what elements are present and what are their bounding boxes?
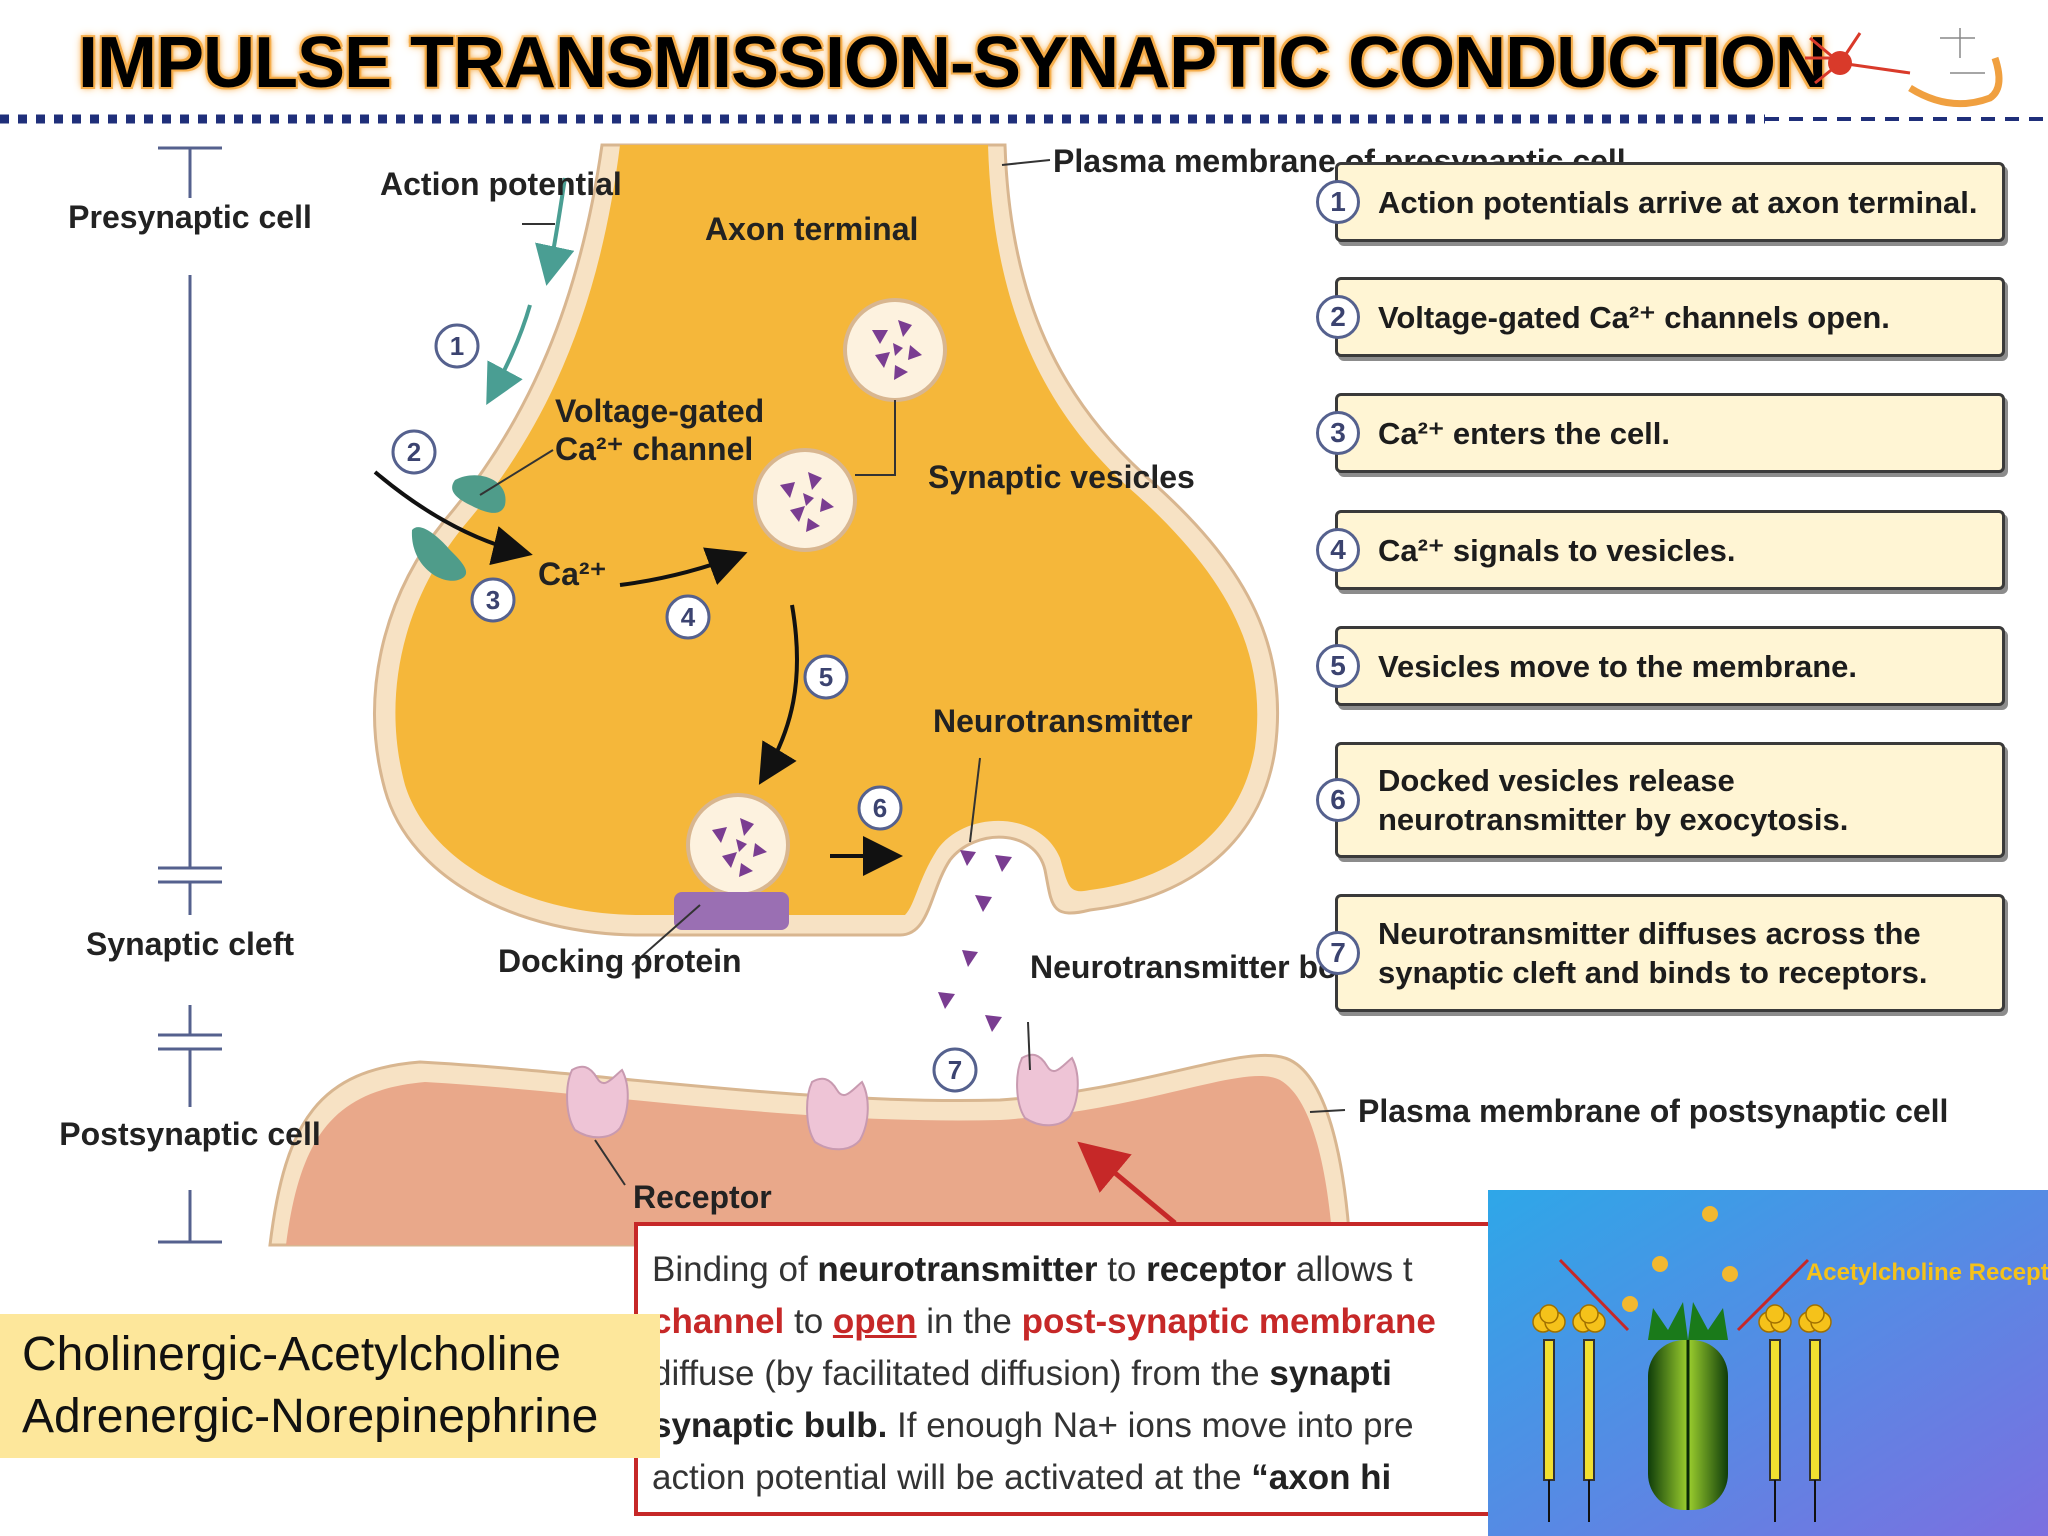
type-adrenergic: Adrenergic-Norepinephrine [22,1390,599,1443]
marker-5-text: 5 [819,662,833,692]
label-docking-protein: Docking protein [498,943,742,979]
docked-vesicle [686,793,790,897]
ca-channel-upper [452,475,506,513]
label-vg-channel-1: Voltage-gated [555,393,764,429]
marker-4-text: 4 [681,602,696,632]
title-divider [0,114,2048,124]
label-receptor: Receptor [633,1179,772,1215]
label-synaptic-vesicles: Synaptic vesicles [928,459,1195,495]
channel-protein-shape [1648,1302,1728,1510]
step-4-text: Ca²⁺ signals to vesicles. [1378,532,1736,568]
scale-bar [158,146,222,1244]
synaptic-vesicle-2 [753,448,857,552]
synapse-diagram: 1 2 3 4 5 6 7 Presynaptic cell Synaptic … [59,143,1948,1247]
step-6-number: 6 [1316,778,1360,822]
receptor-3 [1016,1053,1079,1127]
label-axon-terminal: Axon terminal [705,211,918,247]
info-text: to [784,1302,833,1341]
info-text: If enough Na+ ions move into pre [887,1406,1414,1445]
info-line-3: diffuse (by facilitated diffusion) from … [652,1348,1516,1400]
receptor-binding-info-box: Binding of neurotransmitter to receptor … [634,1222,1534,1516]
step-1-number: 1 [1316,180,1360,224]
info-text: in the [916,1302,1022,1341]
step-1-text: Action potentials arrive at axon termina… [1378,184,1978,220]
info-bold: neurotransmitter [817,1250,1098,1289]
step-3-number: 3 [1316,411,1360,455]
label-neurotransmitter: Neurotransmitter [933,703,1193,739]
docking-protein-shape [674,892,789,930]
step-box-6: 6 Docked vesicles release neurotransmitt… [1316,742,2005,858]
info-text: Binding of [652,1250,818,1289]
step-box-4: 4 Ca²⁺ signals to vesicles. [1316,510,2005,590]
info-red: channel [652,1302,785,1341]
neuron-logo-icon [1805,28,2003,108]
receptor-2 [806,1077,869,1151]
label-postsynaptic-cell: Postsynaptic cell [59,1116,320,1152]
marker-1-text: 1 [450,331,464,361]
marker-3-text: 3 [486,585,500,615]
synaptic-vesicle-1 [843,298,947,402]
postsynaptic-cell-body [286,1075,1333,1245]
info-bold: synapti [1269,1354,1392,1393]
info-line-4: synaptic bulb. If enough Na+ ions move i… [652,1400,1516,1452]
label-plasma-membrane-post: Plasma membrane of postsynaptic cell [1358,1093,1948,1129]
info-red: post-synaptic membrane [1021,1302,1436,1341]
info-red-underline: open [832,1302,917,1341]
marker-6-text: 6 [873,793,887,823]
marker-7-text: 7 [948,1055,962,1085]
marker-7: 7 [932,1047,978,1093]
ca-channel-lower [411,527,467,581]
step-box-2: 2 Voltage-gated Ca²⁺ channels open. [1316,277,2005,357]
marker-2: 2 [391,429,437,475]
step-box-7: 7 Neurotransmitter diffuses across the s… [1316,894,2005,1012]
step-4-number: 4 [1316,528,1360,572]
info-line-5: action potential will be activated at th… [652,1452,1516,1504]
info-text: to [1097,1250,1147,1289]
marker-4: 4 [665,594,711,640]
info-text: diffuse (by facilitated diffusion) from … [652,1354,1270,1393]
marker-1: 1 [434,323,480,369]
info-bold: synaptic bulb. [652,1406,888,1445]
step-box-3: 3 Ca²⁺ enters the cell. [1316,393,2005,473]
step-6-text: Docked vesicles release neurotransmitter… [1378,763,1849,837]
label-synaptic-cleft: Synaptic cleft [86,926,294,962]
acetylcholine-receptor-inset: Acetylcholine Receptors [1488,1190,2048,1536]
label-presynaptic-cell: Presynaptic cell [68,199,312,235]
step-box-5: 5 Vesicles move to the membrane. [1316,626,2005,706]
neurotransmitter-types-box: Cholinergic-Acetylcholine Adrenergic-Nor… [0,1314,660,1458]
marker-3: 3 [470,577,516,623]
label-vg-channel-2: Ca²⁺ channel [555,431,753,467]
slide-title: IMPULSE TRANSMISSION-SYNAPTIC CONDUCTION [78,23,1827,103]
neurotransmitter-molecules [938,850,1040,1076]
step-5-number: 5 [1316,644,1360,688]
step-markers: 1 2 3 4 5 6 7 [391,323,978,1093]
step-7-number: 7 [1316,931,1360,975]
info-bold: receptor [1146,1250,1287,1289]
step-2-number: 2 [1316,295,1360,339]
info-text: allows t [1286,1250,1413,1289]
marker-5: 5 [803,654,849,700]
inset-label: Acetylcholine Receptors [1806,1259,2048,1286]
receptor-1 [566,1065,629,1139]
marker-6: 6 [857,785,903,831]
step-7-text: Neurotransmitter diffuses across the syn… [1378,916,1928,990]
type-cholinergic: Cholinergic-Acetylcholine [22,1328,561,1381]
label-action-potential: Action potential [380,166,622,202]
info-line-2: channel to open in the post-synaptic mem… [652,1296,1516,1348]
label-ca-ion: Ca²⁺ [538,556,606,592]
info-bold: “axon hi [1251,1458,1392,1497]
info-text: action potential will be activated at th… [652,1458,1252,1497]
marker-2-text: 2 [407,437,421,467]
step-5-text: Vesicles move to the membrane. [1378,648,1857,684]
step-2-text: Voltage-gated Ca²⁺ channels open. [1378,299,1890,335]
step-box-1: 1 Action potentials arrive at axon termi… [1316,162,2005,242]
info-line-1: Binding of neurotransmitter to receptor … [652,1244,1516,1296]
step-3-text: Ca²⁺ enters the cell. [1378,415,1671,451]
